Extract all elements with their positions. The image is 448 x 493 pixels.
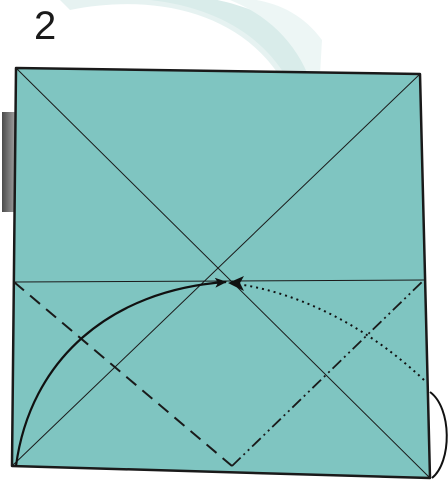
step-number: 2 [34,4,57,48]
fold-arrow [14,277,227,467]
dotted-x-ray-line [229,282,425,381]
turn-over-loop [429,391,448,479]
mountain-fold-line [231,279,425,467]
background-swoosh [60,0,322,150]
push-arrow [228,276,244,291]
valley-fold-line [13,281,233,467]
